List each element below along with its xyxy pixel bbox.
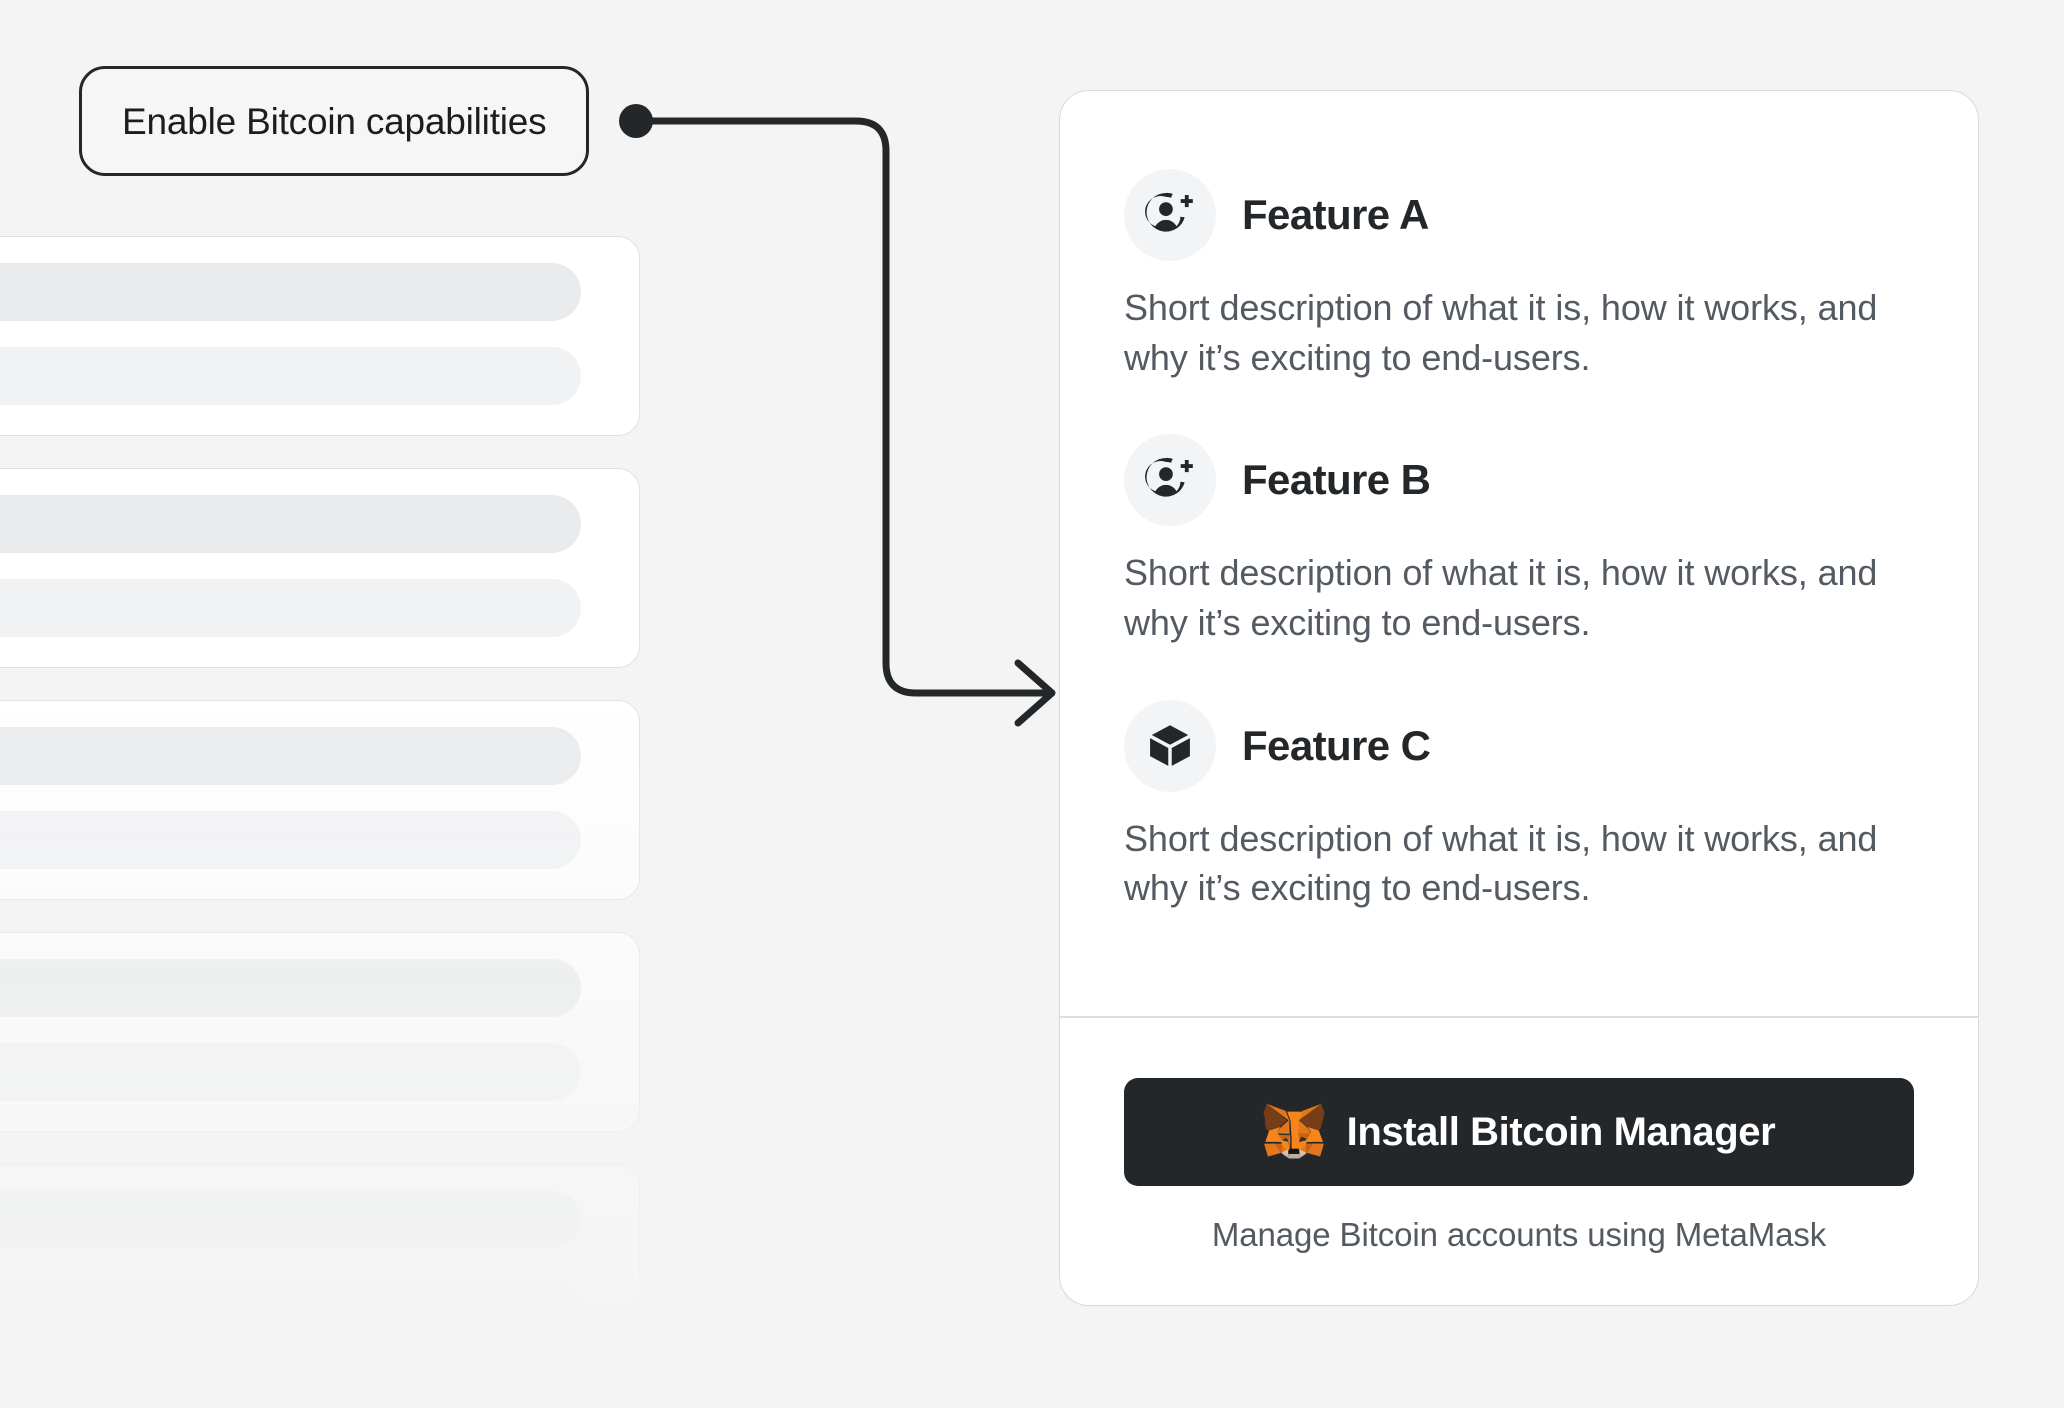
skeleton-bar-primary bbox=[0, 263, 581, 321]
skeleton-card bbox=[0, 236, 640, 436]
skeleton-card bbox=[0, 932, 640, 1132]
skeleton-card-list bbox=[0, 236, 640, 1408]
feature-item-b: Feature B Short description of what it i… bbox=[1124, 434, 1914, 647]
card-divider bbox=[1060, 1016, 1978, 1018]
arrow-path-icon bbox=[632, 117, 1052, 697]
skeleton-bar-secondary bbox=[0, 811, 581, 869]
metamask-fox-icon bbox=[1263, 1102, 1325, 1163]
feature-title: Feature C bbox=[1242, 721, 1431, 769]
feature-description: Short description of what it is, how it … bbox=[1124, 817, 1878, 909]
skeleton-bar-primary bbox=[0, 1191, 581, 1249]
cube-icon bbox=[1124, 699, 1216, 792]
install-caption: Manage Bitcoin accounts using MetaMask bbox=[1211, 1216, 1827, 1253]
skeleton-bar-primary bbox=[0, 727, 581, 785]
feature-title: Feature B bbox=[1242, 456, 1431, 504]
skeleton-bar-secondary bbox=[0, 1043, 581, 1101]
connector-dot-icon bbox=[619, 104, 653, 138]
skeleton-card bbox=[0, 468, 640, 668]
user-add-icon bbox=[1124, 434, 1216, 527]
user-add-icon bbox=[1124, 169, 1216, 261]
arrow-right-icon bbox=[1014, 659, 1056, 727]
feature-item-a: Feature A Short description of what it i… bbox=[1124, 169, 1914, 382]
skeleton-bar-primary bbox=[0, 959, 581, 1017]
skeleton-bar-secondary bbox=[0, 579, 581, 637]
feature-description: Short description of what it is, how it … bbox=[1124, 552, 1878, 644]
feature-header: Feature A bbox=[1124, 169, 1914, 261]
skeleton-bar-secondary bbox=[0, 1275, 581, 1333]
feature-header: Feature B bbox=[1124, 434, 1914, 527]
skeleton-bar-primary bbox=[0, 495, 581, 553]
feature-card: Feature A Short description of what it i… bbox=[1059, 90, 1979, 1306]
feature-list: Feature A Short description of what it i… bbox=[1060, 91, 1978, 1016]
install-bitcoin-manager-button[interactable]: Install Bitcoin Manager bbox=[1124, 1078, 1914, 1186]
skeleton-card bbox=[0, 700, 640, 900]
feature-description: Short description of what it is, how it … bbox=[1124, 287, 1878, 378]
feature-header: Feature C bbox=[1124, 699, 1914, 792]
feature-title: Feature A bbox=[1242, 191, 1429, 238]
card-footer: Install Bitcoin Manager Manage Bitcoin a… bbox=[1060, 1018, 1978, 1305]
skeleton-bar-secondary bbox=[0, 347, 581, 405]
callout-label: Enable Bitcoin capabilities bbox=[122, 100, 547, 142]
skeleton-card bbox=[0, 1164, 640, 1364]
feature-item-c: Feature C Short description of what it i… bbox=[1124, 699, 1914, 913]
install-button-label: Install Bitcoin Manager bbox=[1346, 1110, 1776, 1154]
callout-pill[interactable]: Enable Bitcoin capabilities bbox=[79, 66, 590, 176]
